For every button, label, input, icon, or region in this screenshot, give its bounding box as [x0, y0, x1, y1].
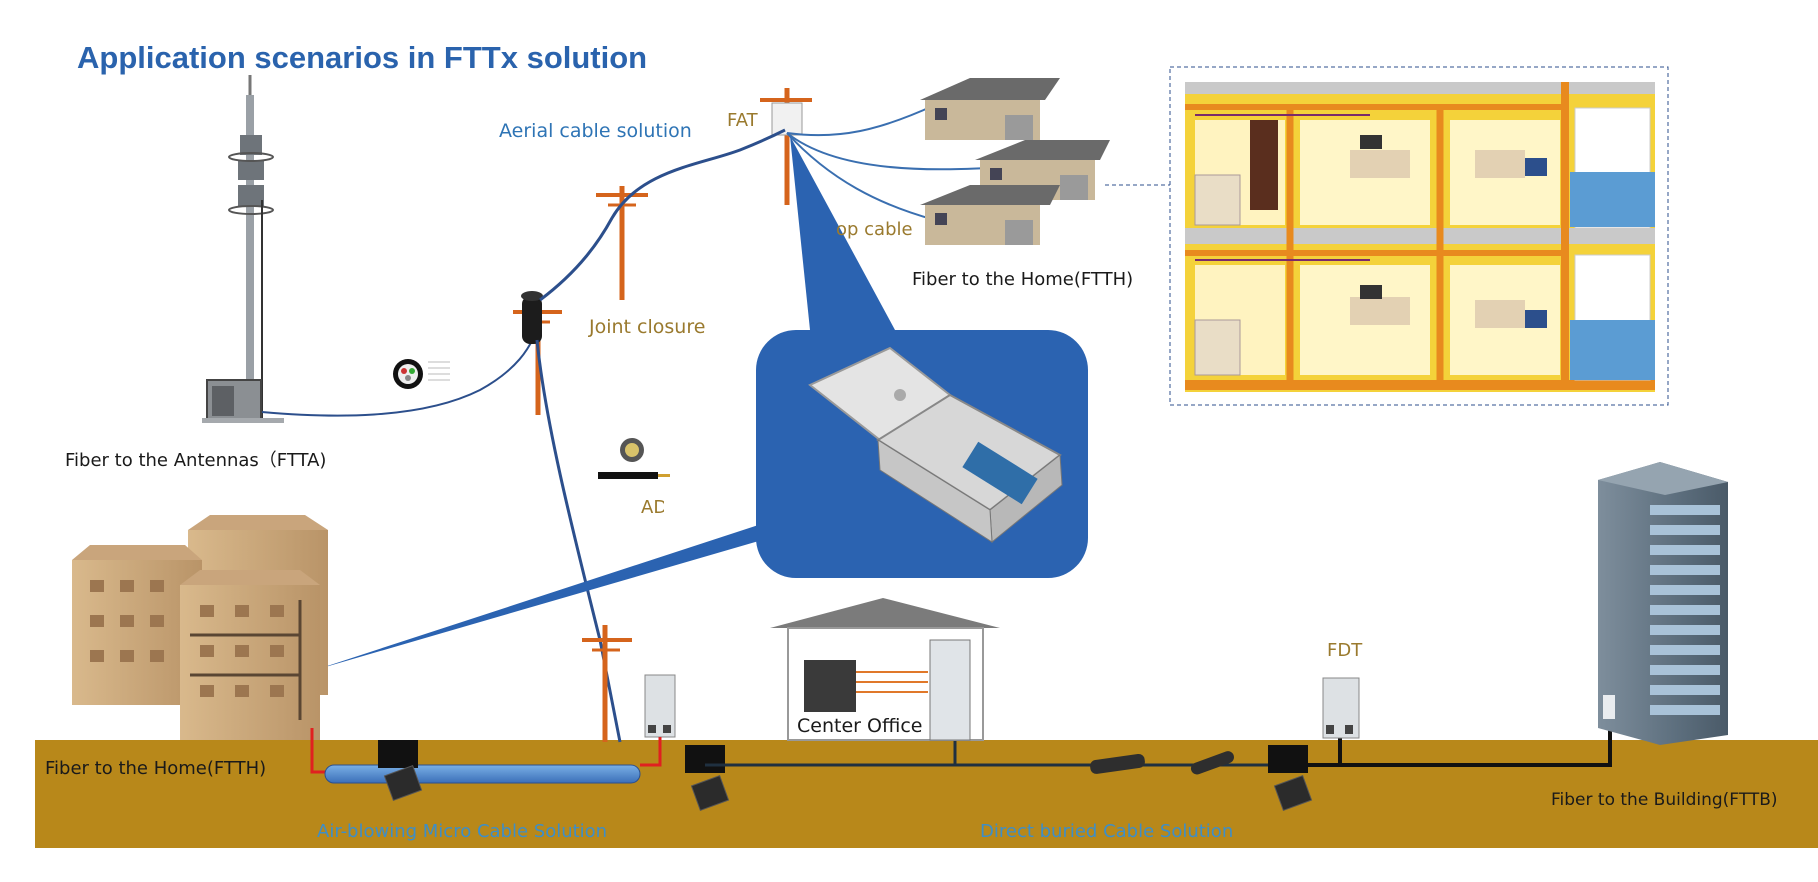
utility-pole-icon: [582, 625, 632, 742]
air-blowing-label: Air-blowing Micro Cable Solution: [317, 821, 608, 842]
closure-icon: [1273, 775, 1313, 811]
tall-building-icon: [1598, 462, 1728, 745]
closure-icon: [690, 775, 730, 811]
house-icon: [920, 78, 1060, 140]
fdt-label: FDT: [1327, 640, 1363, 661]
center-office-label: Center Office: [797, 715, 923, 737]
direct-buried-label: Direct buried Cable Solution: [980, 821, 1234, 842]
adss-label: ADSS: [641, 497, 691, 518]
ftta-label: Fiber to the Antennas（FTTA): [65, 450, 327, 471]
handhole: [685, 745, 725, 773]
cabinet-icon: [644, 674, 676, 738]
handhole: [378, 740, 418, 768]
aerial-fiber: [539, 128, 786, 302]
aerial-solution-label: Aerial cable solution: [499, 120, 692, 142]
drop-cable-label: op cable: [836, 219, 913, 240]
apartment-building-icon: [72, 515, 328, 740]
ftth-top-label: Fiber to the Home(FTTH): [912, 269, 1134, 290]
micro-duct: [324, 764, 641, 784]
joint-closure-icon: [521, 291, 543, 344]
fat-enclosure-icon: [808, 346, 1063, 544]
ground: [35, 740, 1818, 848]
callout-pointer-top: [790, 136, 895, 330]
fttb-label: Fiber to the Building(FTTB): [1551, 790, 1778, 810]
inline-closure-icon: [1090, 751, 1234, 775]
tower-fiber: [261, 334, 536, 417]
fdt-cabinet-icon: [1322, 677, 1360, 739]
center-office-icon: [770, 598, 1000, 741]
joint-closure-label: Joint closure: [589, 316, 706, 338]
ftth-bottom-label: Fiber to the Home(FTTH): [45, 758, 267, 779]
handhole: [1268, 745, 1308, 773]
fat-label: FAT: [727, 110, 758, 131]
closure-icon: [383, 765, 423, 801]
callout-pointer: [315, 500, 900, 670]
page-title: Application scenarios in FTTx solution: [77, 40, 648, 75]
building-interior-panel: [1169, 66, 1669, 406]
cable-cross-section-icon: [393, 359, 450, 389]
adss-cable-icon: [598, 438, 670, 479]
utility-pole-icon: [760, 88, 812, 205]
house-icon: [920, 185, 1060, 245]
vertical-fiber: [535, 339, 622, 743]
cell-tower-icon: [202, 75, 284, 423]
